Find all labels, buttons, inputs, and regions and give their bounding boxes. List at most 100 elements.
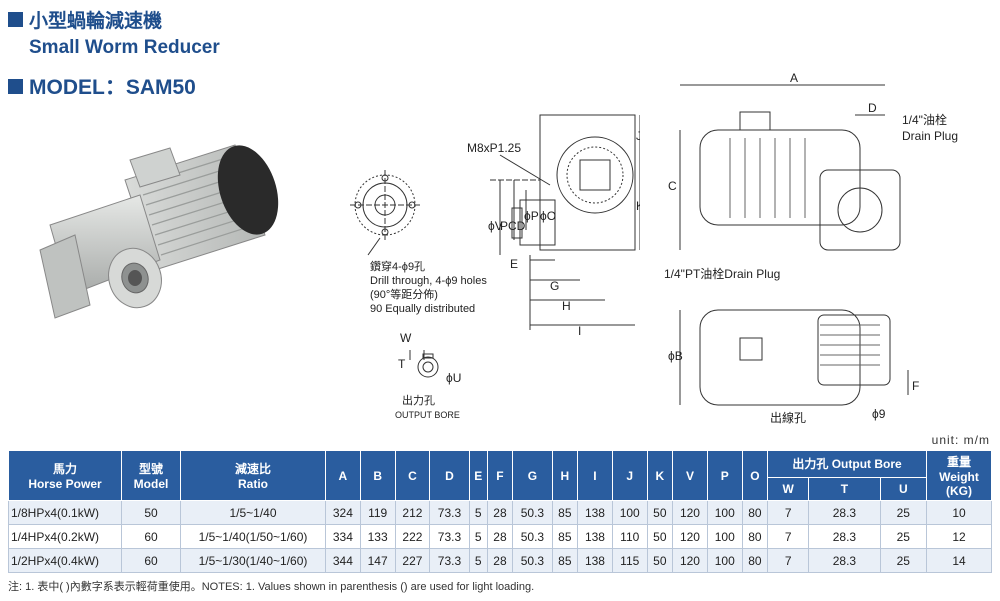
cell-i: 138: [577, 500, 613, 525]
cell-f: 28: [486, 548, 514, 573]
cell-ratio: 1/5~1/40: [180, 500, 326, 525]
dim-k: K: [636, 199, 640, 213]
dim-phi9: ϕ9: [872, 407, 886, 421]
cell-a: 334: [325, 524, 361, 549]
cell-b: 147: [359, 548, 396, 573]
th-hp-en: Horse Power: [28, 477, 102, 491]
cell-h: 85: [551, 548, 579, 573]
th-weight-en: Weight (KG): [939, 470, 979, 498]
cell-v: 120: [672, 548, 708, 573]
footnote: 注: 1. 表中( )內數字系表示輕荷重使用。NOTES: 1. Values …: [8, 581, 535, 593]
cell-d: 73.3: [429, 524, 470, 549]
cell-c: 227: [394, 548, 431, 573]
cell-v: 120: [672, 524, 708, 549]
cell-u: 25: [879, 500, 928, 525]
dim-j: J: [636, 129, 640, 143]
th-col: B: [359, 450, 396, 501]
drain-plug-bottom: 1/4"PT油栓Drain Plug: [664, 266, 780, 281]
th-model-cn: 型號: [138, 462, 163, 476]
cell-b: 119: [359, 500, 396, 525]
cell-hp: 1/2HPx4(0.4kW): [8, 548, 122, 573]
dim-v: ϕV: [488, 219, 503, 233]
cell-a: 324: [325, 500, 361, 525]
dim-t: T: [398, 357, 406, 371]
th-model-en: Model: [133, 477, 169, 491]
cell-weight: 14: [926, 548, 992, 573]
cell-hp: 1/4HPx4(0.2kW): [8, 524, 122, 549]
th-col: G: [512, 450, 553, 501]
th-col: O: [741, 450, 769, 501]
th-col: P: [706, 450, 743, 501]
dim-d: D: [868, 101, 877, 115]
cell-model: 60: [121, 524, 181, 549]
cell-ratio: 1/5~1/40(1/50~1/60): [180, 524, 326, 549]
th-col: D: [429, 450, 470, 501]
side-view-drawing: A D C 1/4"油栓 Drain Plug 1/4"PT油栓Drain Pl…: [664, 71, 958, 425]
th-col: H: [551, 450, 579, 501]
cell-e: 5: [468, 548, 488, 573]
dim-h: H: [562, 299, 571, 313]
dim-b: ϕB: [668, 349, 683, 363]
cell-c: 212: [394, 500, 431, 525]
cell-hp: 1/8HPx4(0.1kW): [8, 500, 122, 525]
th-output-bore: 出力孔 Output Bore: [767, 450, 927, 478]
cell-c: 222: [394, 524, 431, 549]
cell-k: 50: [646, 500, 674, 525]
th-col: V: [672, 450, 708, 501]
model-row: MODEL：SAM50: [8, 71, 220, 101]
cell-b: 133: [359, 524, 396, 549]
cell-j: 115: [611, 548, 648, 573]
cell-d: 73.3: [429, 500, 470, 525]
cell-i: 138: [577, 524, 613, 549]
cell-model: 60: [121, 548, 181, 573]
th-col: J: [611, 450, 648, 501]
cell-o: 80: [741, 524, 769, 549]
thread-label: M8xP1.25: [467, 141, 521, 155]
cell-o: 80: [741, 548, 769, 573]
cell-i: 138: [577, 548, 613, 573]
output-bore-cn: 出力孔: [402, 393, 435, 407]
cell-j: 110: [611, 524, 648, 549]
cell-w: 7: [767, 524, 810, 549]
flange-text-1: 鑽穿4-ϕ9孔: [370, 259, 425, 273]
table-row: 1/8HPx4(0.1kW) 50 1/5~1/40 324 119 212 7…: [8, 500, 992, 525]
cell-f: 28: [486, 500, 514, 525]
cell-o: 80: [741, 500, 769, 525]
cell-a: 344: [325, 548, 361, 573]
cell-f: 28: [486, 524, 514, 549]
th-col: E: [468, 450, 488, 501]
cell-d: 73.3: [429, 548, 470, 573]
cell-v: 120: [672, 500, 708, 525]
flange-text-2: Drill through, 4-ϕ9 holes: [370, 275, 487, 287]
dim-o: ϕO: [540, 209, 556, 223]
cell-u: 25: [879, 548, 928, 573]
product-photo: [39, 144, 279, 319]
cell-weight: 12: [926, 524, 992, 549]
cell-j: 100: [611, 500, 648, 525]
drain-plug-top-1: 1/4"油栓: [902, 112, 947, 127]
th-col: F: [486, 450, 514, 501]
th-hp-cn: 馬力: [52, 462, 77, 476]
dim-c: C: [668, 179, 677, 193]
table-row: 1/4HPx4(0.2kW) 60 1/5~1/40(1/50~1/60) 33…: [8, 524, 992, 549]
dim-a: A: [790, 71, 798, 85]
model-square-icon: [8, 78, 23, 94]
dim-w: W: [400, 331, 412, 345]
cell-e: 5: [468, 524, 488, 549]
cell-h: 85: [551, 524, 579, 549]
cell-model: 50: [121, 500, 181, 525]
th-weight-cn: 重量: [946, 455, 971, 469]
dim-u: ϕU: [446, 371, 461, 385]
cell-p: 100: [706, 524, 743, 549]
dim-i: I: [578, 324, 581, 338]
output-bore-en: OUTPUT BORE: [395, 410, 460, 420]
cell-weight: 10: [926, 500, 992, 525]
th-ratio-cn: 減速比: [234, 462, 271, 476]
title-cn: 小型蝸輪減速機: [29, 11, 163, 32]
model-title: MODEL：SAM50: [29, 76, 196, 99]
unit-label: unit: m/m: [931, 433, 990, 447]
